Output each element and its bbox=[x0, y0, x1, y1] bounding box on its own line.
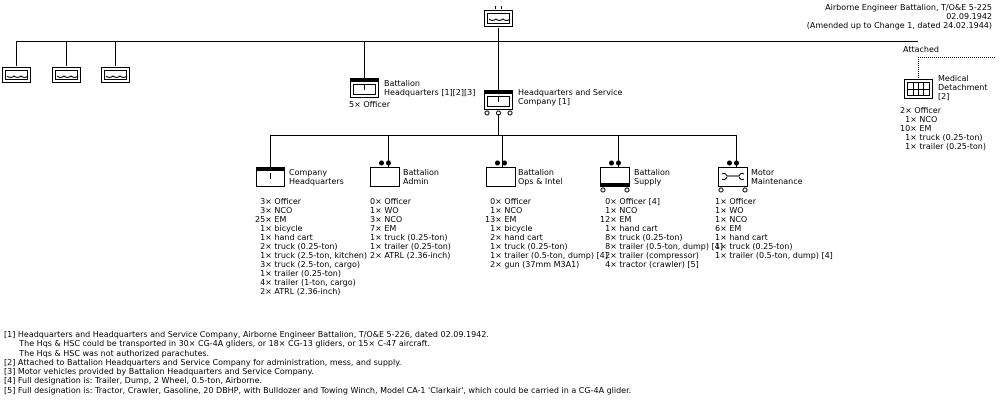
section-equipment-motor-maintenance: 1× Officer 1× WO 1× NCO 6× EM 1× hand ca… bbox=[715, 197, 833, 260]
title-line-3: (Amended up to Change 1, dated 24.02.194… bbox=[806, 21, 992, 30]
hq-service-company-symbol bbox=[484, 90, 513, 116]
section-equipment-battalion-admin: 0× Officer 1× WO 3× NCO 7× EM 1× truck (… bbox=[370, 197, 451, 260]
section-label-battalion-supply: Battalion Supply bbox=[634, 168, 670, 186]
section-equipment-battalion-ops-intel: 0× Officer 1× NCO 13× EM 1× bicycle 2× h… bbox=[485, 197, 608, 269]
section-label-motor-maintenance: Motor Maintenance bbox=[751, 168, 803, 186]
footnote: [1] Headquarters and Headquarters and Se… bbox=[4, 330, 489, 339]
footnote: The Hqs & HSC could be transported in 30… bbox=[4, 339, 430, 349]
battalion-headquarters-strength: 5× Officer bbox=[349, 100, 390, 109]
footnote: The Hqs & HSC was not authorized parachu… bbox=[4, 348, 210, 358]
chart-title: Airborne Engineer Battalion, T/O&E 5-225… bbox=[807, 3, 992, 30]
medical-detachment-label: Medical Detachment [2] bbox=[938, 74, 988, 101]
engineer-company-symbol bbox=[52, 63, 81, 83]
company-headquarters-symbol bbox=[256, 167, 285, 187]
battalion-headquarters-label: Battalion Headquarters [1][2][3] bbox=[384, 79, 476, 97]
medical-detachment-equipment: 2× Officer 1× NCO 10× EM 1× truck (0.25-… bbox=[900, 106, 986, 151]
medical-detachment-symbol bbox=[904, 79, 933, 99]
motor-maintenance-symbol bbox=[718, 160, 748, 193]
footnotes: [1] Headquarters and Headquarters and Se… bbox=[4, 330, 631, 395]
section-label-battalion-ops-intel: Battalion Ops & Intel bbox=[518, 168, 563, 186]
title-line-2: 02.09.1942 bbox=[946, 12, 992, 21]
battalion-headquarters-symbol bbox=[350, 78, 379, 98]
section-equipment-battalion-supply: 0× Officer [4] 1× NCO 12× EM 1× hand car… bbox=[600, 197, 723, 269]
section-label-battalion-admin: Battalion Admin bbox=[403, 168, 439, 186]
footnote: [5] Full designation is: Tractor, Crawle… bbox=[4, 385, 632, 395]
footnote: [3] Motor vehicles provided by Battalion… bbox=[4, 367, 314, 377]
title-line-1: Airborne Engineer Battalion, T/O&E 5-225 bbox=[825, 3, 992, 12]
footnote: [4] Full designation is: Trailer, Dump, … bbox=[4, 376, 263, 386]
section-equipment-company-headquarters: 3× Officer 3× NCO 25× EM 1× bicycle 1× h… bbox=[255, 197, 367, 296]
battalion-supply-symbol bbox=[600, 160, 630, 193]
battalion-hq-symbol bbox=[484, 6, 513, 27]
engineer-company-symbol bbox=[2, 63, 31, 83]
battalion-ops-intel-symbol bbox=[486, 160, 516, 187]
section-label-company-headquarters: Company Headquarters bbox=[289, 168, 344, 186]
engineer-company-symbol bbox=[101, 63, 130, 83]
hq-service-company-label: Headquarters and Service Company [1] bbox=[518, 88, 623, 106]
battalion-admin-symbol bbox=[370, 160, 400, 187]
footnote: [2] Attached to Battalion Headquarters a… bbox=[4, 357, 402, 367]
attached-label: Attached bbox=[903, 45, 939, 54]
